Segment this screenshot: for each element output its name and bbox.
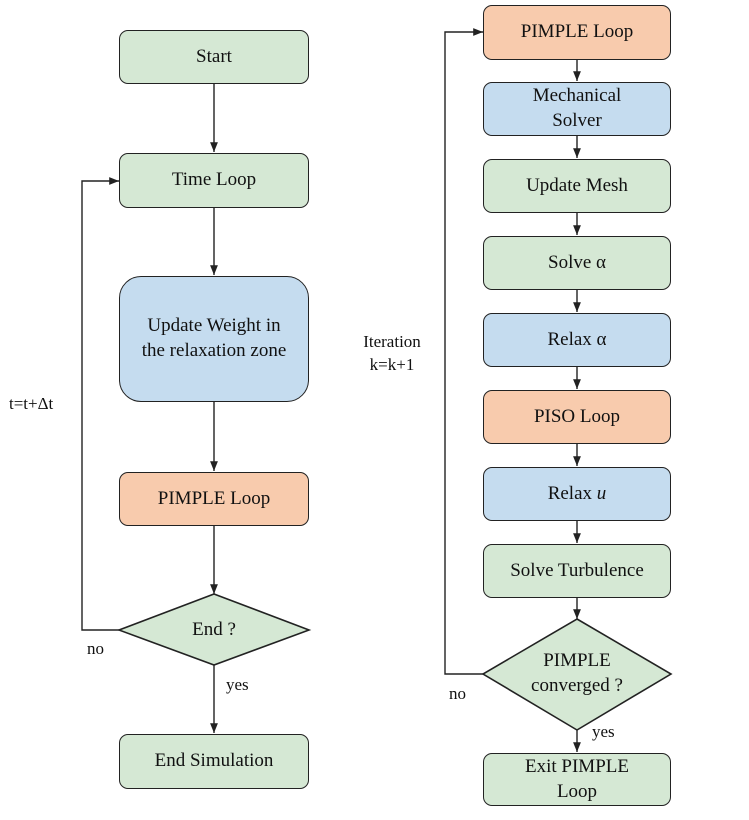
solve-turbulence-node: Solve Turbulence	[483, 544, 671, 598]
update-mesh-node: Update Mesh	[483, 159, 671, 213]
converged-decision-label: PIMPLE converged ?	[531, 650, 623, 696]
right-yes-label: yes	[592, 722, 615, 741]
iteration-label: Iteration	[363, 332, 421, 351]
time-step-label: t=t+Δt	[9, 394, 54, 413]
iteration-formula-label: k=k+1	[369, 355, 415, 374]
pimple-loop-node-right: PIMPLE Loop	[483, 5, 671, 60]
solve-alpha-node: Solve α	[483, 236, 671, 290]
right-no-label: no	[449, 684, 466, 703]
end-simulation-node: End Simulation	[119, 734, 309, 789]
relax-u-prefix: Relax	[547, 482, 597, 504]
end-decision-label: End ?	[192, 618, 236, 640]
relax-u-node: Relax u	[483, 467, 671, 521]
left-yes-label: yes	[226, 675, 249, 694]
update-weight-node: Update Weight in the relaxation zone	[119, 276, 309, 402]
exit-pimple-node: Exit PIMPLE Loop	[483, 753, 671, 806]
time-loop-node: Time Loop	[119, 153, 309, 208]
loop-back-arrow-time	[81, 177, 119, 631]
start-node: Start	[119, 30, 309, 84]
converged-decision-diamond	[481, 618, 673, 731]
end-decision-diamond	[116, 593, 312, 666]
relax-alpha-node: Relax α	[483, 313, 671, 367]
mechanical-solver-node: Mechanical Solver	[483, 82, 671, 136]
relax-u-variable: u	[596, 482, 607, 504]
left-no-label: no	[87, 639, 104, 658]
piso-loop-node: PISO Loop	[483, 390, 671, 444]
loop-back-arrow-iteration	[444, 28, 483, 675]
pimple-loop-node-left: PIMPLE Loop	[119, 472, 309, 526]
